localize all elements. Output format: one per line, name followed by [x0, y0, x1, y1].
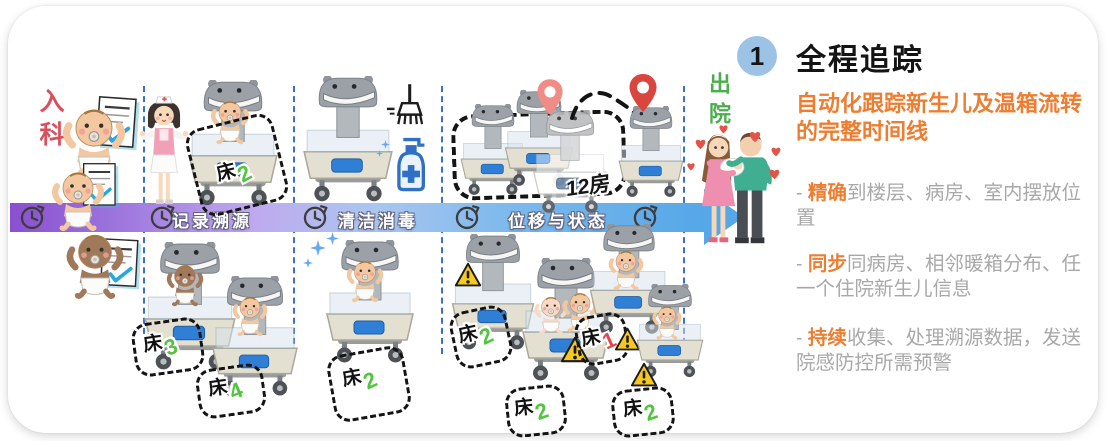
bed-tag: 床2 [513, 390, 552, 425]
baby-icon [344, 258, 386, 303]
warning-icon [454, 262, 482, 288]
bullet-text: 到楼层、病房、室内摆放位置 [796, 182, 1081, 230]
sparkle-icon [381, 140, 390, 149]
bullet-dash: - [796, 253, 808, 275]
warning-icon [630, 362, 658, 388]
heart-icon [718, 124, 729, 134]
bed-tag: 床1 [579, 319, 620, 355]
bullet-dash: - [796, 182, 808, 204]
step-number-badge: 1 [737, 36, 777, 76]
heart-icon [694, 138, 707, 150]
bullet-dash: - [796, 327, 808, 349]
bullet-lead: 持续 [807, 327, 847, 349]
heart-icon [686, 162, 696, 171]
sparkle-icon [376, 150, 383, 157]
bed-char: 床 [206, 376, 229, 401]
stage-label-clean: 清洁消毒 [338, 212, 418, 231]
spray-bottle-icon [390, 136, 430, 192]
sparkle-icon [303, 258, 313, 268]
panel-title: 全程追踪 [796, 44, 924, 77]
clock-icon [453, 203, 481, 231]
admission-label: 入科 [36, 88, 64, 154]
panel-subtitle: 自动化跟踪新生儿及温箱流转的完整时间线 [796, 91, 1083, 145]
bed-char: 床 [513, 396, 535, 420]
bed-char: 床 [141, 332, 164, 357]
heart-icon [770, 146, 782, 157]
heart-icon [748, 130, 762, 143]
bed-tag: 床4 [206, 370, 246, 405]
bullet-lead: 同步 [807, 253, 847, 275]
location-pin-icon [536, 78, 564, 116]
bed-tag: 床2 [340, 359, 381, 395]
bullet-item: - 精确到楼层、病房、室内摆放位置 [796, 181, 1096, 232]
baby-icon [650, 304, 684, 340]
baby-icon [164, 262, 206, 307]
bullet-item: - 持续收集、处理溯源数据，发送院感防控所需预警 [796, 326, 1096, 377]
clock-icon [18, 203, 46, 231]
bed-tag: 床3 [141, 326, 181, 361]
bullet-item: - 同步同病房、相邻暖箱分布、任一个住院新生儿信息 [796, 252, 1096, 303]
bullet-text: 同病房、相邻暖箱分布、任一个住院新生儿信息 [796, 253, 1081, 301]
sparkle-icon [326, 232, 339, 245]
broom-icon [385, 82, 423, 132]
bullet-text: 收集、处理溯源数据，发送院感防控所需预警 [796, 327, 1081, 375]
discharge-label: 出院 [706, 72, 731, 132]
room-tag: 12房 [566, 171, 611, 202]
heart-icon [768, 168, 781, 180]
sparkle-icon [310, 240, 326, 256]
incubator-icon [614, 106, 688, 199]
bed-tag: 床2 [622, 391, 661, 426]
baby-icon [230, 294, 270, 337]
bed-tag: 床2 [456, 315, 498, 350]
bed-char: 床 [622, 397, 644, 421]
bed-tag: 床2 [213, 153, 255, 188]
stage-label-move: 位移与状态 [508, 212, 608, 231]
clock-icon [301, 203, 329, 231]
location-pin-icon [628, 72, 658, 114]
baby-icon [48, 168, 108, 232]
baby-icon [62, 230, 128, 300]
bullet-lead: 精确 [807, 182, 847, 204]
stage-label-record: 记录溯源 [172, 212, 252, 231]
